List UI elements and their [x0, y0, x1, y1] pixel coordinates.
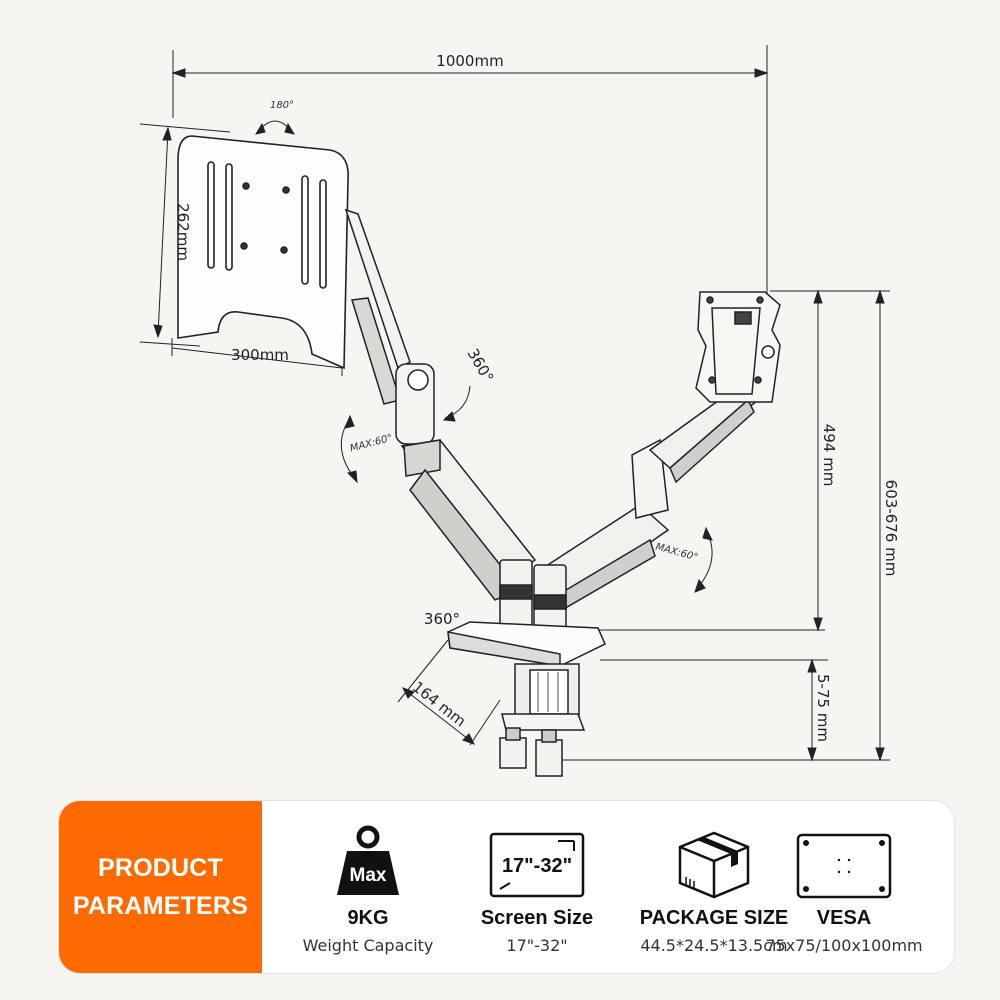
param-package-size: PACKAGE SIZE 44.5*24.5*13.5cm	[614, 827, 814, 955]
weight-icon: Max	[283, 825, 453, 899]
laptop-tray	[177, 135, 349, 370]
left-arm	[344, 208, 537, 601]
screen-size-icon: 17"-32"	[452, 827, 622, 899]
arm-height-label: 494 mm	[820, 424, 838, 487]
right-arm	[538, 384, 760, 612]
vesa-plate-icon	[759, 827, 929, 899]
screen-size-value: Screen Size	[480, 907, 594, 929]
weight-label: Weight Capacity	[302, 936, 434, 955]
total-width-label: 1000mm	[436, 52, 503, 70]
screen-badge: 17"-32"	[502, 855, 572, 877]
package-size-label: 44.5*24.5*13.5cm	[640, 936, 788, 955]
panel-title: PRODUCT PARAMETERS	[59, 801, 262, 973]
weight-badge: Max	[350, 865, 387, 886]
total-height-label: 603-676 mm	[882, 480, 900, 577]
param-screen-size: 17"-32" Screen Size 17"-32"	[452, 827, 622, 955]
vesa-value: VESA	[816, 907, 872, 929]
tray-height-label: 262mm	[174, 203, 192, 261]
tray-width-label: 300mm	[231, 346, 289, 364]
clamp-range-label: 5-75 mm	[814, 674, 832, 742]
panel-title-line1: PRODUCT	[97, 854, 223, 882]
package-size-value: PACKAGE SIZE	[639, 907, 789, 929]
vesa-plate	[695, 291, 781, 403]
monitor-arm-diagram: 1000mm 180° 262mm 300mm 360° MAX:60° MAX…	[139, 45, 900, 777]
panel-title-line2: PARAMETERS	[72, 892, 249, 920]
vesa-label: 75x75/100x100mm	[765, 936, 923, 955]
clamp-depth-label: 164 mm	[409, 678, 469, 731]
center-pole	[499, 559, 567, 638]
screen-size-label: 17"-32"	[506, 936, 568, 955]
right-tilt-label: MAX:60°	[654, 542, 699, 564]
param-vesa: VESA 75x75/100x100mm	[759, 827, 929, 955]
top-swivel-label: 360°	[464, 345, 498, 385]
base-swivel-label: 360°	[424, 610, 460, 628]
product-parameters-panel: PRODUCT PARAMETERS Max 9KG Weight Capaci…	[58, 800, 955, 974]
left-tilt-label: MAX:60°	[349, 433, 394, 455]
tray-rotation-label: 180°	[270, 100, 294, 111]
desk-clamp	[447, 621, 606, 777]
param-weight: Max 9KG Weight Capacity	[283, 825, 453, 955]
package-box-icon	[614, 827, 814, 899]
weight-value: 9KG	[347, 907, 389, 929]
